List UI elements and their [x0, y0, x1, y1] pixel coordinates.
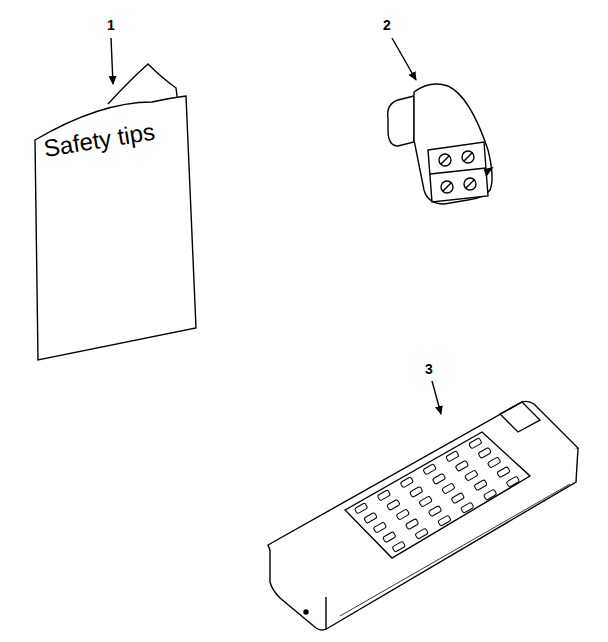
adapter-illustration [388, 84, 492, 204]
remote-key [415, 528, 428, 539]
booklet: Safety tips [30, 60, 202, 365]
remote-key [396, 509, 409, 520]
remote-key [438, 515, 451, 526]
remote-key [451, 493, 464, 504]
remote-key [483, 489, 496, 500]
remote-key [405, 519, 418, 530]
remote-key [419, 496, 432, 507]
remote-key [506, 476, 519, 487]
remote-key [446, 451, 459, 462]
remote-key [465, 470, 478, 481]
remote-key [469, 438, 482, 449]
remote-key [497, 467, 510, 478]
booklet-outline [30, 60, 202, 365]
remote-key [432, 473, 445, 484]
leader-arrow [392, 38, 416, 80]
callout-number: 3 [424, 362, 434, 376]
leader-arrow [111, 38, 113, 84]
remote-key [377, 490, 390, 501]
remote-key [373, 522, 386, 533]
leader-arrow [432, 381, 441, 414]
remote-key [487, 457, 500, 468]
remote-key [455, 460, 468, 471]
callout-number: 2 [382, 18, 392, 32]
remote-key [461, 502, 474, 513]
remote-key [442, 483, 455, 494]
remote-key [400, 477, 413, 488]
callout-number: 1 [106, 18, 116, 32]
remote-key [474, 480, 487, 491]
remote-key [410, 486, 423, 497]
remote-key [478, 447, 491, 458]
remote-key [364, 512, 377, 523]
remote-key [354, 503, 367, 514]
remote-key [392, 541, 405, 552]
remote-key [423, 464, 436, 475]
remote-key [387, 499, 400, 510]
remote-key [428, 506, 441, 517]
remote-key [383, 532, 396, 543]
remote-control-illustration [268, 401, 578, 630]
